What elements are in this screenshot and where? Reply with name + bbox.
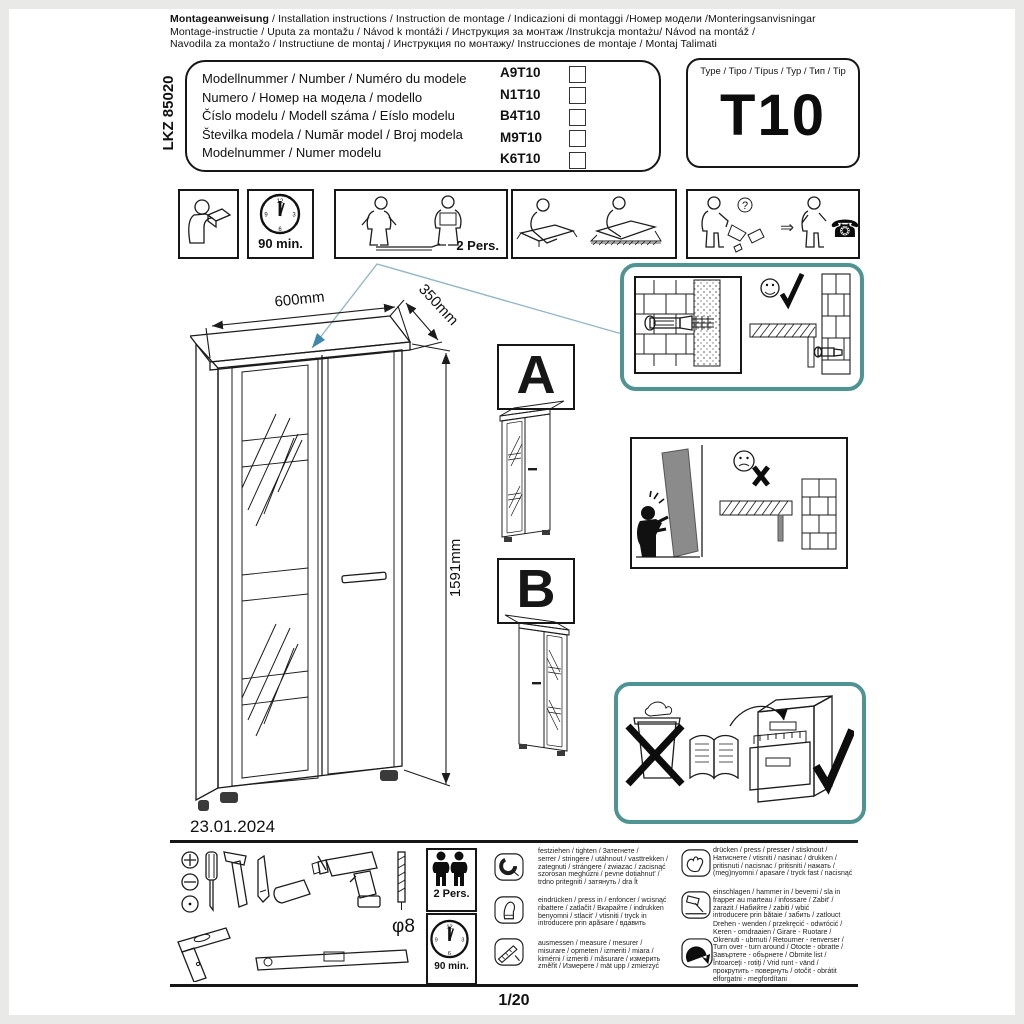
model-label: Číslo modelu / Modell száma / Eíslo mode…: [202, 108, 455, 123]
anchor-detail-box: [634, 276, 742, 374]
pictogram-unpack-carefully: [511, 189, 677, 259]
model-code: B4T10: [500, 108, 541, 123]
keep-manual-illustration: [625, 694, 854, 803]
drill-diameter-label: φ8: [392, 916, 415, 937]
page-number: 1/20: [498, 992, 530, 1009]
model-label: Številka modela / Număr model / Broj mod…: [202, 126, 463, 142]
model-code: M9T10: [500, 129, 543, 145]
model-code: K6T10: [500, 151, 541, 166]
title-line1: / Installation instructions / Instructio…: [269, 13, 816, 25]
article-code-vertical: LKZ 85020: [160, 75, 177, 151]
model-label: Numero / Номер на модела / modello: [202, 89, 423, 105]
phone-icon: ☎: [830, 216, 858, 243]
model-checkbox-n1t10[interactable]: [569, 87, 586, 104]
pictogram-two-persons: 2 Pers.: [334, 189, 508, 259]
variant-a-label: A: [516, 345, 556, 405]
measure-icon: [494, 938, 524, 966]
revision-date: 23.01.2024: [190, 817, 276, 836]
instruction-text-turn-over: Drehen - wenden / przekręcić - odwrócić …: [713, 921, 844, 983]
bottom-clock-icon: [430, 919, 469, 959]
pictogram-read-manual: [178, 189, 239, 259]
model-label: Modellnummer / Number / Numéro du modele: [202, 71, 467, 86]
turn-over-icon: [681, 938, 713, 968]
bottom-duration-box: 90 min.: [426, 913, 477, 985]
variant-b-cabinet: [504, 614, 570, 757]
model-checkbox-b4t10[interactable]: [569, 109, 586, 126]
model-label: Modelnummer / Numer modelu: [202, 145, 382, 160]
model-code: A9T10: [500, 65, 541, 80]
press-icon: [681, 849, 711, 877]
model-checkbox-a9t10[interactable]: [569, 66, 586, 83]
divider-bottom: [170, 984, 858, 987]
width-dimension: 600mm: [274, 288, 326, 310]
unpack-icon: [516, 196, 662, 247]
type-value: T10: [720, 83, 826, 148]
pictogram-duration: 12 3 6 9 90 min.: [247, 189, 314, 259]
type-label: Type / Tipo / Típus / Typ / Тип / Tip: [700, 66, 846, 77]
instruction-text-hammer: einschlagen / hammer in / beverni / sla …: [713, 889, 841, 920]
bottom-duration-label: 90 min.: [434, 961, 469, 972]
press-in-icon: [494, 896, 524, 924]
instruction-text-press: drücken / press / presser / stisknout / …: [713, 847, 853, 878]
hammer-icon: [681, 891, 711, 919]
tipping-warning-illustration: [636, 445, 837, 558]
title-line2: Montage-instructie / Uputa za montažu / …: [170, 25, 756, 38]
tipping-warning-box: [630, 437, 848, 569]
instruction-text-measure: ausmessen / measure / mesurer / misurare…: [538, 940, 661, 971]
arrow-glyph: ⇒: [780, 218, 794, 237]
variant-a-box: A: [497, 344, 575, 410]
cabinet-drawing: 600mm 350mm 1591mm: [190, 281, 464, 811]
title-line3: Navodila za montažo / Instructiune de mo…: [170, 38, 717, 50]
missing-parts-icon: ? ⇒ ☎: [701, 196, 858, 253]
question-glyph: ?: [742, 200, 748, 212]
anchor-ok-illustration: [749, 272, 851, 375]
instruction-text-tighten: festziehen / tighten / Затегнете / serre…: [538, 848, 668, 887]
variant-a-cabinet: [499, 400, 565, 543]
tools-illustration: φ8: [177, 851, 415, 982]
bottom-persons-label: 2 Pers.: [433, 888, 470, 900]
tighten-icon: [494, 853, 524, 881]
divider-top: [170, 840, 858, 843]
read-manual-icon: [188, 199, 232, 244]
keep-manual-inset: [614, 682, 866, 824]
model-label-list: Modellnummer / Number / Numéro du modele…: [202, 70, 497, 163]
persons-label: 2 Pers.: [456, 238, 499, 253]
two-persons-icon: [361, 195, 462, 251]
model-code-list: A9T10 N1T10 B4T10 M9T10 K6T10: [500, 62, 650, 170]
type-box: Type / Tipo / Típus / Typ / Тип / Tip T1…: [686, 58, 860, 168]
clock-icon: 12 3 6 9: [259, 193, 301, 235]
instruction-text-press-in: eindrücken / press in / enfoncer / wcisn…: [538, 897, 667, 928]
variant-b-label: B: [516, 559, 556, 619]
bottom-two-persons-box: 2 Pers.: [426, 848, 477, 912]
model-checkbox-m9t10[interactable]: [569, 130, 586, 147]
document-title: Montageanweisung / Installation instruct…: [170, 13, 868, 51]
two-persons-filled-icon: [432, 851, 468, 886]
variant-b-box: B: [497, 558, 575, 624]
model-code: N1T10: [500, 86, 541, 102]
height-dimension: 1591mm: [447, 539, 464, 597]
pictogram-missing-parts-call: ? ⇒ ☎: [686, 189, 860, 259]
title-bold: Montageanweisung: [170, 13, 270, 25]
duration-label: 90 min.: [258, 236, 303, 251]
wall-plug-icon: [636, 279, 721, 367]
model-checkbox-k6t10[interactable]: [569, 152, 586, 169]
